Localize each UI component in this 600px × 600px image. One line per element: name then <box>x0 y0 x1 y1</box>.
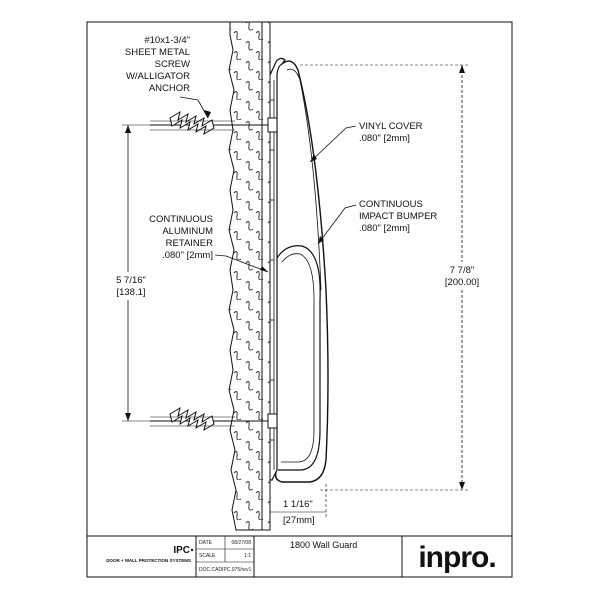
sheet-border <box>86 21 513 578</box>
screw-label-line: W/ALLIGATOR <box>126 71 190 82</box>
dimension-overall-height: 7 7/8" [200.00] <box>300 64 484 491</box>
bumper-label-line: IMPACT BUMPER <box>359 211 437 222</box>
retainer-label-line: RETAINER <box>166 238 213 249</box>
inpro-logo: inpro. <box>418 541 495 574</box>
screw-label-line: #10x1-3/4" <box>144 35 190 46</box>
dimension-screw-spacing: 5 7/16" [138.1] <box>112 124 152 422</box>
retainer-label-line: CONTINUOUS <box>149 214 213 225</box>
ipc-tagline: DOOR + WALL PROTECTION SYSTEMS <box>106 558 191 563</box>
retainer-label-line: ALUMINUM <box>162 226 213 237</box>
screw-bottom <box>150 406 278 432</box>
dimension-projection: 1 1/16" [27mm] <box>269 484 327 526</box>
bumper-label-line: CONTINUOUS <box>359 199 423 210</box>
title-block: IPC DOOR + WALL PROTECTION SYSTEMS DATE … <box>87 535 512 577</box>
vinyl-cover-inner <box>286 68 322 291</box>
bumper-label-line: .080" [2mm] <box>359 223 410 234</box>
screw-spacing-metric: [138.1] <box>116 287 145 298</box>
overall-height-metric: [200.00] <box>445 277 479 288</box>
impact-bumper <box>276 245 321 471</box>
screw-top <box>150 110 278 136</box>
vinyl-cover <box>274 60 329 483</box>
projection-imperial: 1 1/16" <box>283 499 313 510</box>
callout-retainer: CONTINUOUS ALUMINUM RETAINER .080" [2mm] <box>149 214 269 273</box>
screw-spacing-imperial: 5 7/16" <box>116 275 146 286</box>
screw-label-line: ANCHOR <box>149 83 190 94</box>
screw-label-line: SHEET METAL <box>125 47 190 58</box>
scale-label: SCALE <box>199 553 216 559</box>
doc-id: DOC.CADIPC.075/rev1 <box>199 567 251 573</box>
drawing-title: 1800 Wall Guard <box>290 540 357 550</box>
vinyl-label-line: .080" [2mm] <box>359 133 410 144</box>
date-value: 08/27/08 <box>232 540 252 546</box>
vinyl-label-line: VINYL COVER <box>359 121 423 132</box>
callout-impact-bumper: CONTINUOUS IMPACT BUMPER .080" [2mm] <box>317 199 437 245</box>
callout-vinyl-cover: VINYL COVER .080" [2mm] <box>309 121 423 163</box>
wall-section <box>228 21 271 531</box>
ipc-logo: IPC <box>173 545 190 556</box>
aluminum-retainer <box>269 57 286 481</box>
projection-metric: [27mm] <box>283 515 315 526</box>
scale-value: 1:1 <box>244 553 251 559</box>
retainer-label-line: .080" [2mm] <box>162 250 213 261</box>
overall-height-imperial: 7 7/8" <box>450 265 475 276</box>
screw-label-line: SCREW <box>155 59 190 70</box>
callout-screw: #10x1-3/4" SHEET METAL SCREW W/ALLIGATOR… <box>125 35 211 119</box>
date-label: DATE <box>199 540 213 546</box>
